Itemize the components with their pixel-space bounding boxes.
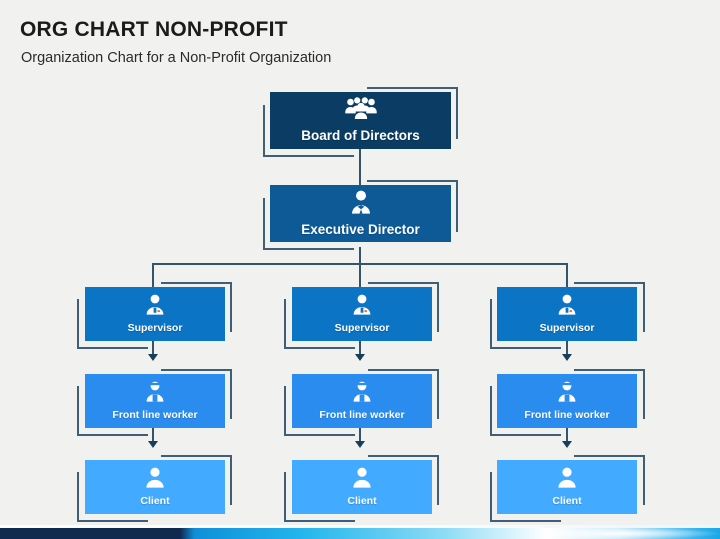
node-label-executive-director: Executive Director <box>301 221 420 237</box>
node-client-2[interactable]: Client <box>292 460 432 514</box>
arrow-flw1-to-cli1 <box>148 441 158 448</box>
node-label-board-of-directors: Board of Directors <box>301 128 420 144</box>
supervisor-icon <box>556 294 578 320</box>
connector-sup2-to-flw2 <box>359 341 361 357</box>
node-executive-director[interactable]: Executive Director <box>270 185 451 242</box>
businessperson-icon <box>348 190 374 219</box>
supervisor-icon <box>144 294 166 320</box>
arrow-sup3-to-flw3 <box>562 354 572 361</box>
node-label-frontline-worker-3: Front line worker <box>524 408 610 421</box>
arrow-sup2-to-flw2 <box>355 354 365 361</box>
node-label-frontline-worker-1: Front line worker <box>112 408 198 421</box>
node-supervisor-1[interactable]: Supervisor <box>85 287 225 341</box>
connector-drop-branch-2 <box>359 263 361 288</box>
node-label-client-3: Client <box>552 494 582 507</box>
node-client-1[interactable]: Client <box>85 460 225 514</box>
node-supervisor-2[interactable]: Supervisor <box>292 287 432 341</box>
node-supervisor-3[interactable]: Supervisor <box>497 287 637 341</box>
connector-sup1-to-flw1 <box>152 341 154 357</box>
footer-hairline <box>0 525 720 528</box>
connector-flw2-to-cli2 <box>359 428 361 444</box>
connector-drop-branch-1 <box>152 263 154 288</box>
node-label-client-1: Client <box>140 494 170 507</box>
node-label-frontline-worker-2: Front line worker <box>319 408 405 421</box>
connector-flw1-to-cli1 <box>152 428 154 444</box>
footer-bar <box>0 528 720 539</box>
node-frontline-worker-2[interactable]: Front line worker <box>292 374 432 428</box>
connector-sup3-to-flw3 <box>566 341 568 357</box>
person-icon <box>144 467 166 493</box>
worker-icon <box>144 381 166 407</box>
node-label-client-2: Client <box>347 494 377 507</box>
node-label-supervisor-2: Supervisor <box>334 321 390 334</box>
supervisor-icon <box>351 294 373 320</box>
node-client-3[interactable]: Client <box>497 460 637 514</box>
page-title: ORG CHART NON-PROFIT <box>20 18 288 41</box>
connector-drop-branch-3 <box>566 263 568 288</box>
arrow-sup1-to-flw1 <box>148 354 158 361</box>
arrow-flw2-to-cli2 <box>355 441 365 448</box>
arrow-flw3-to-cli3 <box>562 441 572 448</box>
worker-icon <box>556 381 578 407</box>
person-icon <box>351 467 373 493</box>
node-label-supervisor-1: Supervisor <box>127 321 183 334</box>
connector-executive-stem <box>359 247 361 264</box>
connector-flw3-to-cli3 <box>566 428 568 444</box>
node-label-supervisor-3: Supervisor <box>539 321 595 334</box>
page-subtitle: Organization Chart for a Non-Profit Orga… <box>21 50 332 66</box>
node-board-of-directors[interactable]: Board of Directors <box>270 92 451 149</box>
node-frontline-worker-3[interactable]: Front line worker <box>497 374 637 428</box>
worker-icon <box>351 381 373 407</box>
node-frontline-worker-1[interactable]: Front line worker <box>85 374 225 428</box>
people-group-icon <box>344 97 378 124</box>
person-icon <box>556 467 578 493</box>
connector-board-to-executive <box>359 147 361 185</box>
